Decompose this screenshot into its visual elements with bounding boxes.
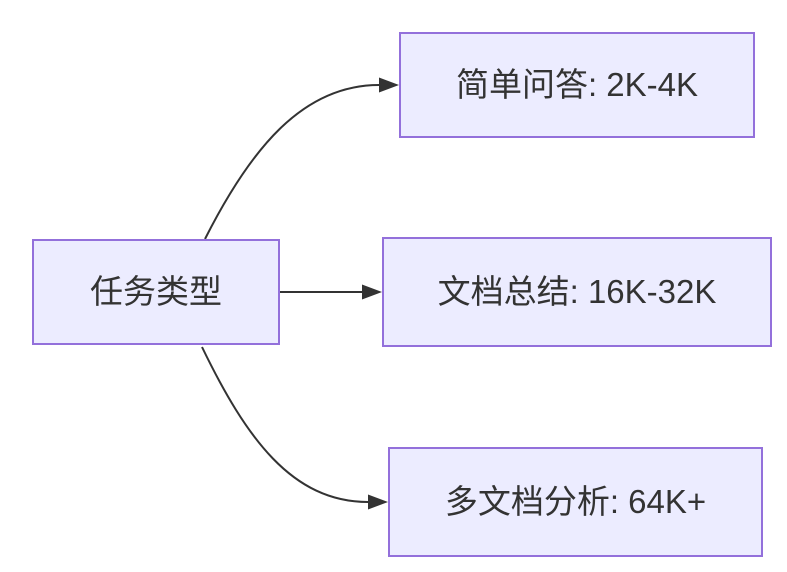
node-doc-summary-label: 文档总结: 16K-32K (437, 273, 717, 311)
node-task-type-label: 任务类型 (90, 273, 222, 311)
node-simple-qa: 简单问答: 2K-4K (399, 32, 755, 138)
edge-task-type-to-simple-qa (204, 77, 399, 240)
node-simple-qa-label: 简单问答: 2K-4K (455, 66, 699, 104)
node-multi-doc-analysis-label: 多文档分析: 64K+ (444, 483, 707, 521)
node-multi-doc-analysis: 多文档分析: 64K+ (388, 447, 763, 557)
node-doc-summary: 文档总结: 16K-32K (382, 237, 772, 347)
node-task-type: 任务类型 (32, 239, 280, 345)
edge-task-type-to-multi-doc-analysis (201, 346, 388, 510)
